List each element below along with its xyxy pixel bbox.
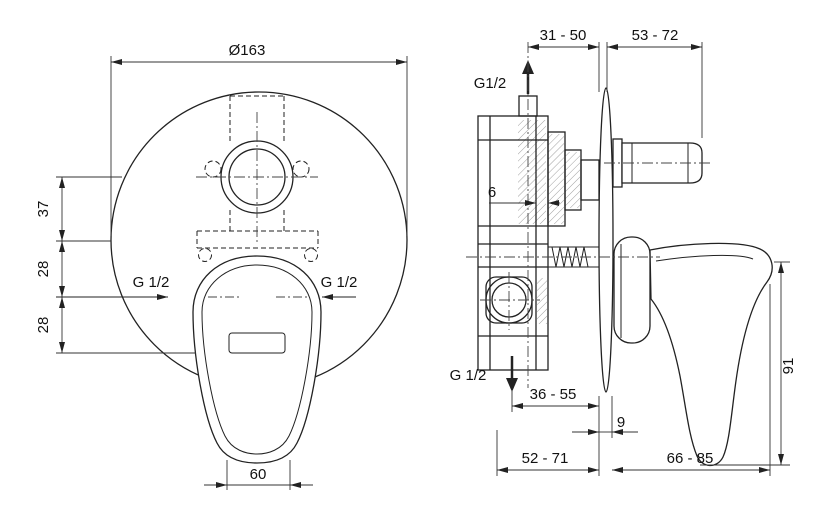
flow-arrow-down-head bbox=[506, 378, 518, 392]
dim-side-91: 91 bbox=[780, 358, 797, 375]
front-dimensions bbox=[56, 56, 408, 490]
handle-front-inner bbox=[201, 264, 313, 455]
dimension-labels: Ø163 37 28 28 G 1/2 G 1/2 60 31 - 50 53 … bbox=[35, 27, 797, 483]
screw-hole-bottom-right bbox=[304, 248, 318, 262]
label-g12-front-left: G 1/2 bbox=[133, 274, 170, 291]
handle-logo-recess bbox=[228, 332, 286, 354]
wall-plate-side bbox=[598, 87, 614, 393]
threaded-stem bbox=[547, 246, 601, 268]
dim-side-6: 6 bbox=[488, 184, 496, 201]
dim-side-66-85: 66 - 85 bbox=[667, 450, 714, 467]
rosette-centerlines bbox=[196, 112, 318, 242]
cartridge-sleeve bbox=[580, 159, 600, 201]
handle-lever-top-line bbox=[655, 254, 754, 262]
label-g12-front-right: G 1/2 bbox=[321, 274, 358, 291]
dim-front-28-lower: 28 bbox=[35, 317, 52, 334]
side-dimensions bbox=[489, 42, 790, 476]
screw-hole-bottom-left bbox=[198, 248, 212, 262]
hatch-zones bbox=[518, 120, 580, 324]
handle-front-outline bbox=[192, 255, 322, 464]
front-view bbox=[56, 91, 408, 464]
dim-side-52-71: 52 - 71 bbox=[522, 450, 569, 467]
side-view bbox=[466, 42, 773, 467]
screw-hole-top-left bbox=[204, 160, 222, 178]
label-g12-side-top: G1/2 bbox=[474, 75, 507, 92]
dim-side-36-55: 36 - 55 bbox=[530, 386, 577, 403]
screw-hole-top-right bbox=[292, 160, 310, 178]
handle-side bbox=[613, 236, 773, 467]
handle-base bbox=[613, 236, 651, 344]
dim-front-37: 37 bbox=[35, 201, 52, 218]
dim-side-53-72: 53 - 72 bbox=[632, 27, 679, 44]
dim-side-9: 9 bbox=[617, 414, 625, 431]
dim-front-28-upper: 28 bbox=[35, 261, 52, 278]
dim-front-diameter: Ø163 bbox=[229, 42, 266, 59]
side-centerlines bbox=[466, 42, 712, 388]
dim-front-60: 60 bbox=[250, 466, 267, 483]
label-g12-side-bottom: G 1/2 bbox=[450, 367, 487, 384]
handle-lever-outline bbox=[649, 242, 773, 467]
dim-side-31-50: 31 - 50 bbox=[540, 27, 587, 44]
